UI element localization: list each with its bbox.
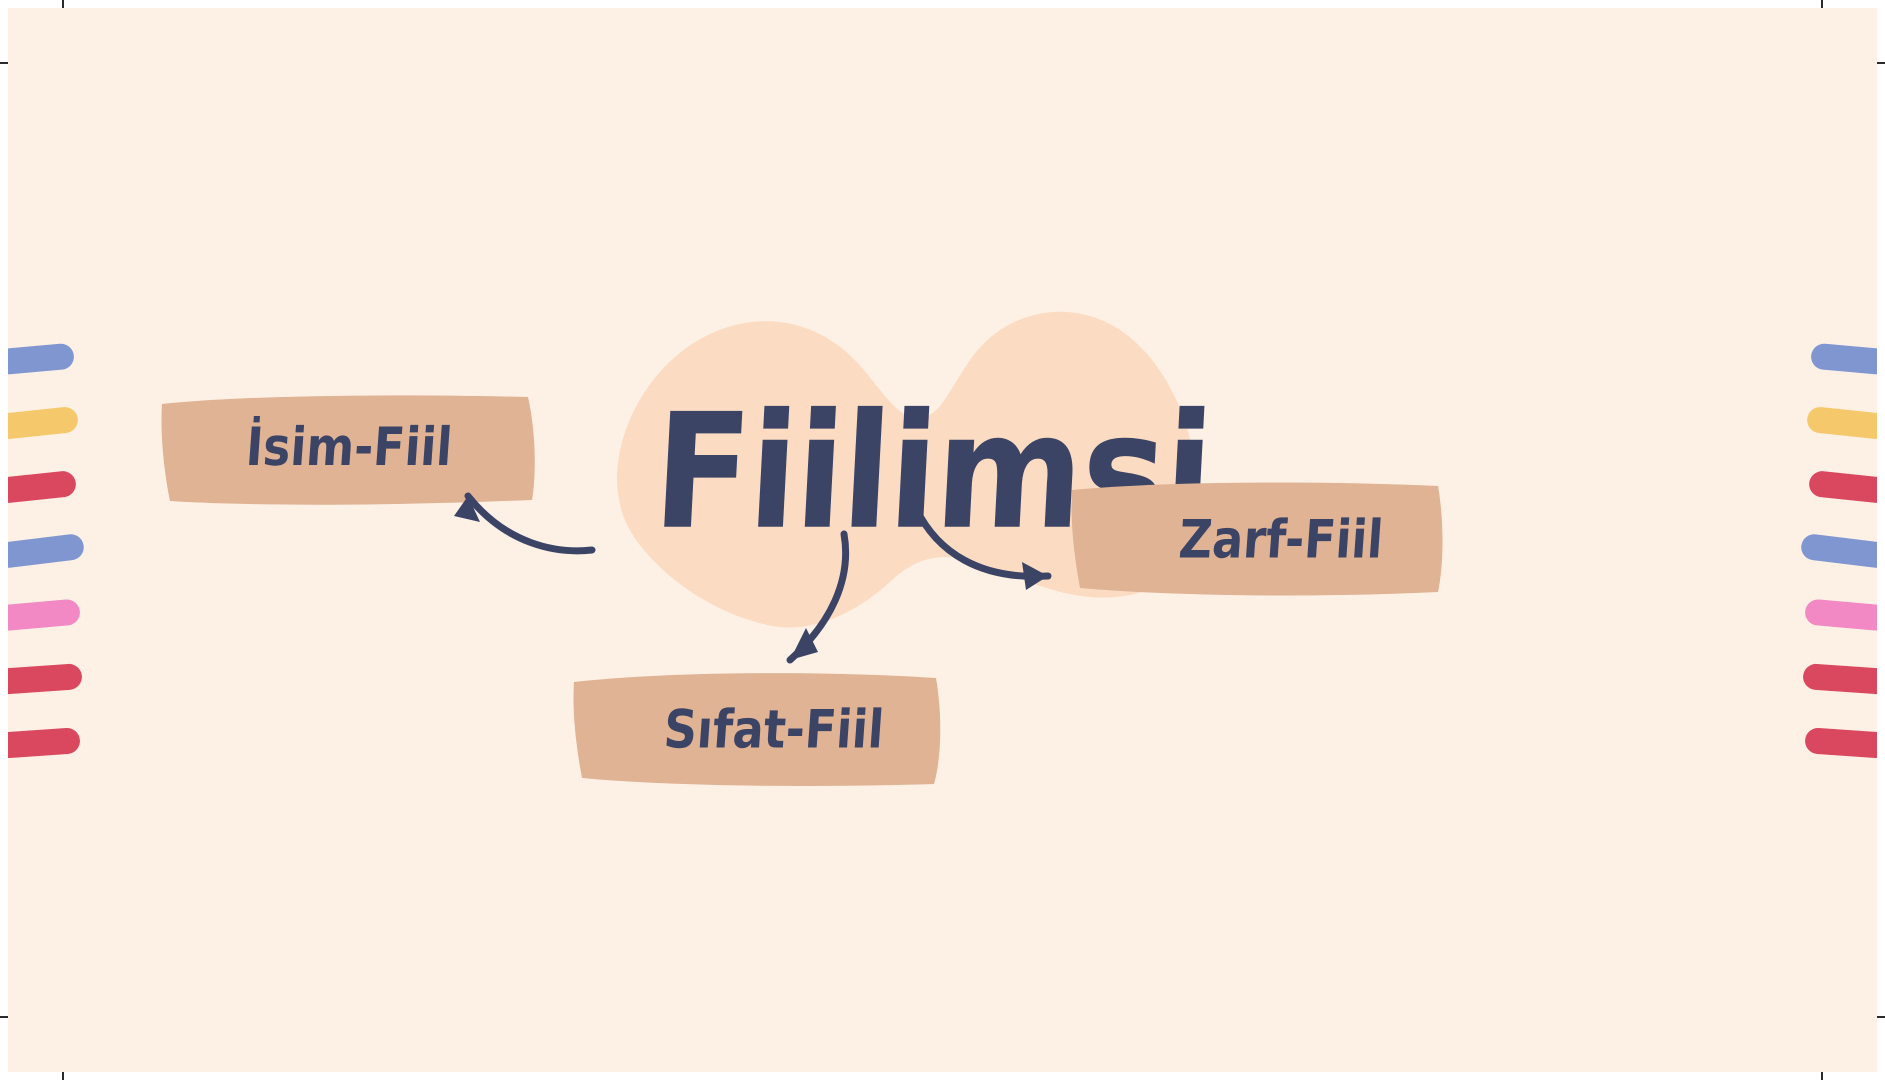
diagram-canvas: Fiilimsi İsim-Fiil Zarf-Fiil <box>8 8 1877 1072</box>
branch-box-shape <box>158 388 540 510</box>
decorative-dash <box>1802 663 1877 695</box>
branch-label-sifat-fiil: Sıfat-Fiil <box>661 697 887 761</box>
decorative-dash <box>8 727 81 759</box>
decorative-dash <box>8 405 80 441</box>
decorative-dash <box>8 598 81 632</box>
branch-label-zarf-fiil: Zarf-Fiil <box>1176 507 1386 571</box>
decorative-dash <box>1805 405 1877 441</box>
decorative-dash <box>8 469 78 505</box>
decorative-dash <box>1804 598 1877 632</box>
decorative-dash <box>8 342 75 376</box>
branch-label-isim-fiil: İsim-Fiil <box>243 415 455 478</box>
branch-box-shape <box>566 668 948 790</box>
decorative-dash <box>1807 469 1877 505</box>
branch-box-zarf-fiil[interactable]: Zarf-Fiil <box>1066 478 1448 600</box>
branch-box-isim-fiil[interactable]: İsim-Fiil <box>158 388 540 510</box>
decorative-dash <box>1799 532 1877 570</box>
decorative-dash <box>8 532 86 570</box>
decorative-dash <box>1810 342 1877 376</box>
decorative-dashes-right <box>1779 342 1877 759</box>
decorative-dashes-left <box>8 342 106 759</box>
decorative-dash <box>8 663 83 695</box>
decorative-dash <box>1804 727 1877 759</box>
branch-box-sifat-fiil[interactable]: Sıfat-Fiil <box>566 668 948 790</box>
branch-box-shape <box>1066 478 1448 600</box>
center-blob <box>602 308 1262 638</box>
